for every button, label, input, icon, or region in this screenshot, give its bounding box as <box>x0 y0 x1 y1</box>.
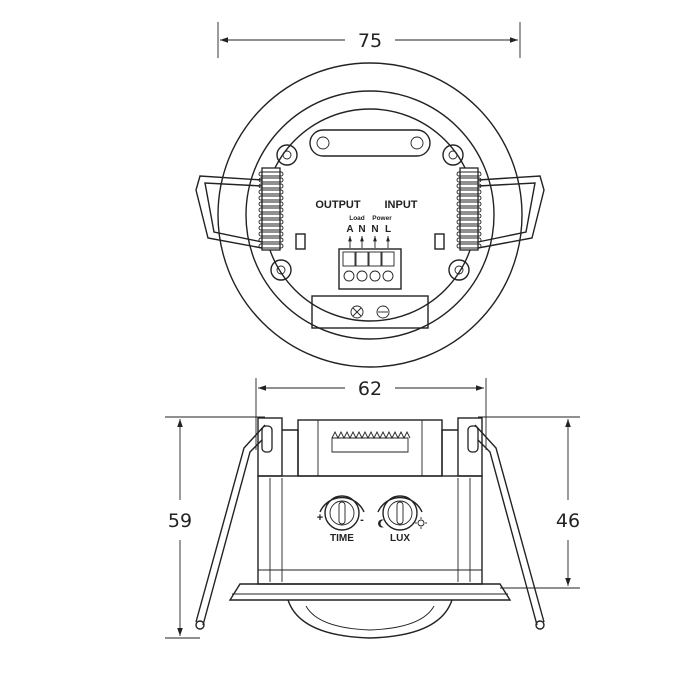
moon-icon <box>378 519 384 528</box>
spring-coil <box>258 207 284 213</box>
lux-knob[interactable] <box>377 495 423 531</box>
load-label: Load <box>349 215 365 222</box>
dimension-width: 62 <box>255 378 487 450</box>
terminal-arrows <box>348 236 390 248</box>
spring-coil <box>258 237 284 243</box>
screw-boss-top-right <box>442 144 464 166</box>
terminal-label-a: A <box>346 224 353 235</box>
sensor-lens <box>287 599 453 639</box>
dimension-46-label: 46 <box>556 510 580 532</box>
spring-leg-right <box>469 424 545 630</box>
output-label: OUTPUT <box>315 199 361 211</box>
dimension-top-diameter: 75 <box>217 22 521 58</box>
spring-coil <box>456 201 482 207</box>
spring-coil <box>456 207 482 213</box>
top-view: 75 <box>195 22 545 368</box>
spring-coil <box>456 183 482 189</box>
dimension-body-height: 46 <box>478 416 580 589</box>
input-label: INPUT <box>385 199 418 211</box>
spring-coil <box>258 231 284 237</box>
spring-clip-right <box>456 167 545 251</box>
terminal-label-l: L <box>385 224 391 235</box>
indicator-left <box>295 233 306 250</box>
time-label: TIME <box>330 533 354 544</box>
lux-label: LUX <box>390 533 410 544</box>
spring-coil <box>258 201 284 207</box>
spring-coil <box>258 195 284 201</box>
time-minus-label: - <box>360 514 364 526</box>
top-housing <box>257 417 483 477</box>
main-body <box>257 475 483 585</box>
spring-coil <box>258 177 284 183</box>
time-plus-label: + <box>317 512 323 524</box>
spring-coil <box>258 213 284 219</box>
bottom-flange <box>228 583 512 601</box>
spring-coil <box>456 237 482 243</box>
spring-coil <box>456 219 482 225</box>
spring-coil <box>456 177 482 183</box>
outer-flange <box>217 62 523 368</box>
mounting-slot <box>309 129 431 157</box>
power-label: Power <box>372 215 392 222</box>
spring-coil <box>258 219 284 225</box>
spring-clip-left <box>195 167 284 251</box>
sun-icon <box>415 517 427 529</box>
spring-leg-left <box>195 424 271 630</box>
screw-boss-top-left <box>276 144 298 166</box>
spring-coil <box>258 171 284 177</box>
spring-coil <box>456 195 482 201</box>
spring-coil <box>456 231 482 237</box>
dimension-62-label: 62 <box>358 378 382 400</box>
terminal-block <box>311 248 429 329</box>
time-knob[interactable] <box>319 495 365 531</box>
spring-coil <box>456 225 482 231</box>
dimension-total-height: 59 <box>165 416 265 639</box>
spring-coil <box>258 183 284 189</box>
inner-flange <box>245 90 495 340</box>
screw-boss-bottom-left <box>270 259 292 281</box>
spring-coil <box>258 243 284 249</box>
screw-boss-bottom-right <box>448 259 470 281</box>
spring-coil <box>258 189 284 195</box>
spring-coil <box>456 213 482 219</box>
spring-coil <box>258 225 284 231</box>
terminal-label-n1: N <box>358 224 365 235</box>
indicator-right <box>434 233 445 250</box>
side-view: 62 59 46 <box>165 378 580 639</box>
spring-coil <box>456 171 482 177</box>
terminal-label-n2: N <box>371 224 378 235</box>
dimension-59-label: 59 <box>168 510 192 532</box>
spring-coil <box>456 243 482 249</box>
spring-coil <box>456 189 482 195</box>
dimension-75-label: 75 <box>358 30 382 52</box>
